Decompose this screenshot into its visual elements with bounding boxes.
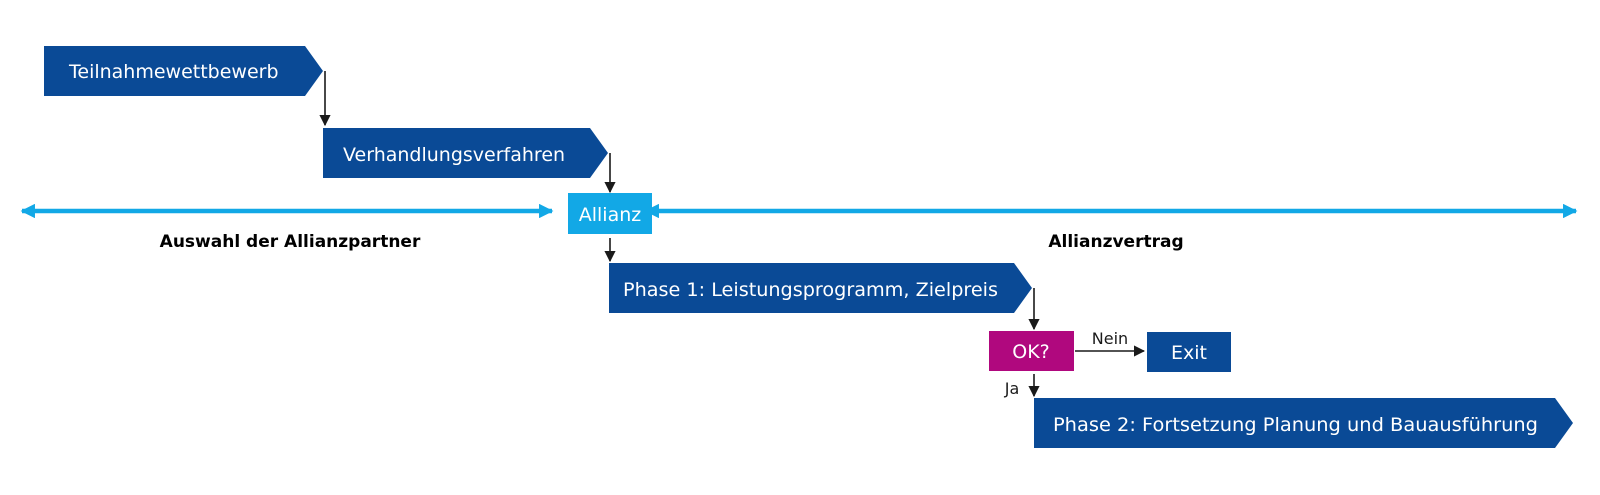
exit-box: [1147, 332, 1231, 372]
decision-box: [989, 331, 1074, 371]
step-teilnahmewettbewerb-label: Teilnahmewettbewerb: [68, 61, 279, 83]
timeline-right-label: Allianzvertrag: [1048, 232, 1183, 252]
step-phase2-label: Phase 2: Fortsetzung Planung und Bauausf…: [1053, 414, 1538, 436]
step-phase2: [1034, 398, 1573, 448]
branch-no-label: Nein: [1092, 329, 1128, 348]
allianz-label: Allianz: [579, 204, 642, 226]
allianz-box: [568, 193, 652, 234]
step-verhandlungsverfahren-label: Verhandlungsverfahren: [343, 144, 565, 166]
exit-label: Exit: [1171, 342, 1207, 364]
step-phase1: [609, 263, 1032, 313]
step-phase1-label: Phase 1: Leistungsprogramm, Zielpreis: [623, 279, 998, 301]
decision-label: OK?: [1012, 341, 1050, 363]
timeline-left-label: Auswahl der Allianzpartner: [160, 232, 421, 252]
step-verhandlungsverfahren: [323, 128, 608, 178]
step-teilnahmewettbewerb: [44, 46, 323, 96]
branch-yes-label: Ja: [1004, 379, 1020, 398]
